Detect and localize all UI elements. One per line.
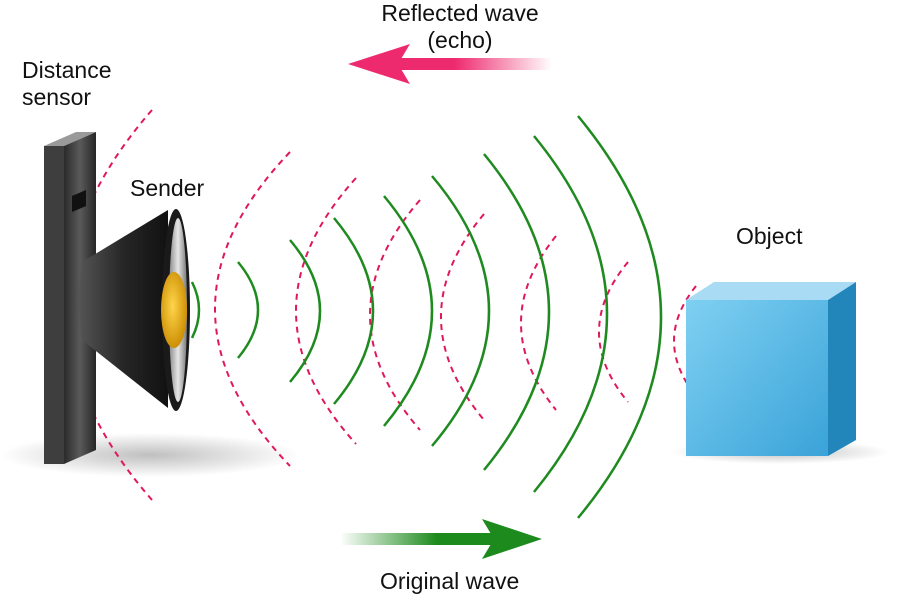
original-arrow-shaft	[340, 533, 502, 545]
distance-sensor	[44, 132, 96, 464]
reflected-arrow	[348, 44, 552, 84]
reflected-wave-arc	[673, 285, 697, 397]
original-wave-arc	[577, 115, 663, 519]
original-wave-arc	[483, 153, 551, 471]
speaker-center	[161, 272, 187, 348]
reflected-wave-label: Reflected wave (echo)	[340, 0, 580, 54]
original-wave-arc	[431, 175, 491, 447]
original-wave-arc	[533, 135, 609, 493]
original-wave-arc	[383, 195, 434, 427]
original-wave-arc	[190, 281, 201, 339]
sensor-post-front	[44, 146, 64, 464]
reflected-arrow-head	[348, 44, 410, 84]
reflected-wave-label-line1: Reflected wave	[381, 0, 539, 26]
reflected-wave-arc	[295, 177, 357, 445]
sender-label: Sender	[130, 175, 205, 201]
original-wave-arc	[289, 239, 322, 383]
distance-sensor-label: Distance sensor	[22, 57, 112, 110]
sensor-post-top	[44, 132, 96, 146]
reflected-wave-arc	[369, 199, 421, 431]
original-wave-arc	[237, 261, 260, 359]
cube-side	[828, 282, 856, 456]
original-waves	[190, 115, 663, 519]
original-wave-arc	[333, 217, 375, 405]
object-cube	[686, 282, 856, 456]
reflected-wave-arc	[440, 213, 485, 421]
speaker-cone	[79, 210, 168, 408]
cube-top	[686, 282, 856, 300]
original-wave-label: Original wave	[380, 568, 520, 594]
sender-speaker	[79, 209, 190, 411]
sensor-slot	[72, 190, 86, 212]
object-label: Object	[736, 223, 803, 249]
reflected-wave-arc	[520, 235, 557, 411]
original-arrow	[340, 519, 542, 559]
reflected-wave-label-line2: (echo)	[427, 27, 493, 53]
reflected-arrow-shaft	[390, 58, 552, 70]
reflected-wave-arc	[66, 109, 153, 501]
reflected-wave-arc	[214, 151, 291, 467]
reflected-wave-arc	[598, 261, 629, 403]
original-arrow-head	[482, 519, 542, 559]
cube-front	[686, 300, 828, 456]
